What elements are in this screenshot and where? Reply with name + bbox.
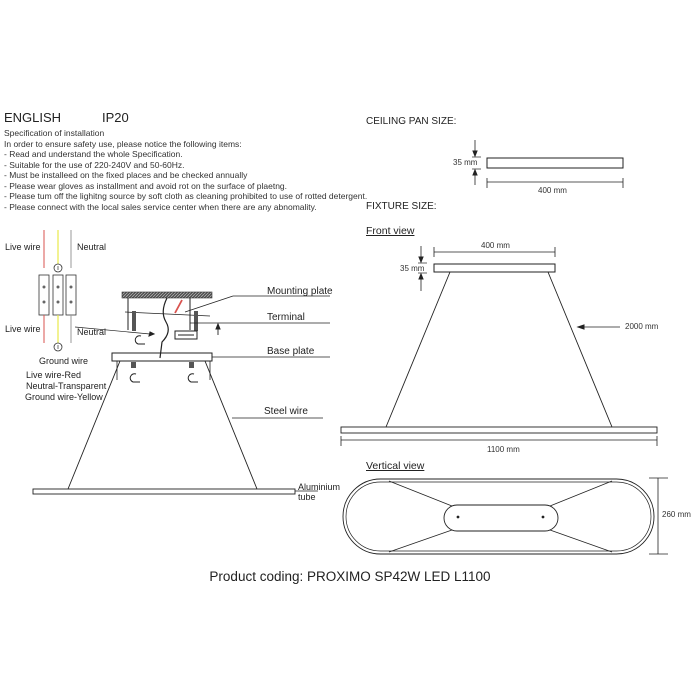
- spec-item: - Please connect with the local sales se…: [4, 201, 317, 212]
- spec-title: Specification of installation: [4, 128, 105, 138]
- neutral-bottom-label: Neutral: [77, 327, 107, 337]
- front-view-label: Front view: [366, 225, 415, 237]
- legend-live: Live wire-Red: [26, 370, 82, 380]
- aluminium-tube-label-2: tube: [298, 492, 316, 502]
- spec-item: - Read and understand the whole Specific…: [4, 149, 183, 159]
- wire-length: 2000 mm: [625, 322, 659, 331]
- legend-neutral: Neutral-Transparent: [26, 381, 107, 391]
- front-view-drawing: [340, 246, 658, 446]
- live-wire-bottom-label: Live wire: [5, 324, 41, 334]
- spec-intro: In order to ensure safety use, please no…: [4, 138, 242, 149]
- live-wire-top-label: Live wire: [5, 242, 41, 252]
- ceiling-pan-drawing: [472, 140, 624, 188]
- terminal-block-drawing: [38, 230, 77, 352]
- aluminium-tube-label-1: Aluminium: [298, 482, 341, 492]
- ground-wire-label: Ground wire: [39, 356, 89, 366]
- front-pan-width: 400 mm: [481, 241, 510, 250]
- neutral-top-label: Neutral: [77, 242, 107, 252]
- specification-block: Specification of installation In order t…: [4, 128, 367, 212]
- legend-ground: Ground wire-Yellow: [25, 392, 103, 402]
- mounting-plate-label: Mounting plate: [267, 286, 333, 297]
- vertical-view-label: Vertical view: [366, 460, 425, 472]
- terminal-label: Terminal: [267, 312, 305, 323]
- vertical-view-drawing: [342, 477, 668, 555]
- spec-item: - Must be installeed on the fixed places…: [4, 170, 248, 180]
- spec-item: - Suitable for the use of 220-240V and 5…: [4, 159, 185, 170]
- spec-item: - Please wear gloves as installment and …: [4, 180, 288, 191]
- ceiling-pan-width: 400 mm: [538, 186, 567, 195]
- tube-length: 1100 mm: [487, 445, 520, 454]
- ip-rating: IP20: [102, 110, 129, 125]
- vertical-width: 260 mm: [662, 510, 691, 519]
- ceiling-pan-height: 35 mm: [453, 158, 478, 167]
- base-plate-label: Base plate: [267, 346, 315, 357]
- fixture-title: FIXTURE SIZE:: [366, 201, 437, 212]
- mounting-assembly-drawing: [32, 291, 330, 495]
- spec-item: - Please tum off the lighitng source by …: [4, 191, 368, 201]
- language-heading: ENGLISH: [4, 110, 62, 125]
- ceiling-pan-title: CEILING PAN SIZE:: [366, 116, 457, 127]
- front-pan-height: 35 mm: [400, 264, 425, 273]
- steel-wire-label: Steel wire: [264, 406, 308, 417]
- product-coding: Product coding: PROXIMO SP42W LED L1100: [209, 569, 491, 584]
